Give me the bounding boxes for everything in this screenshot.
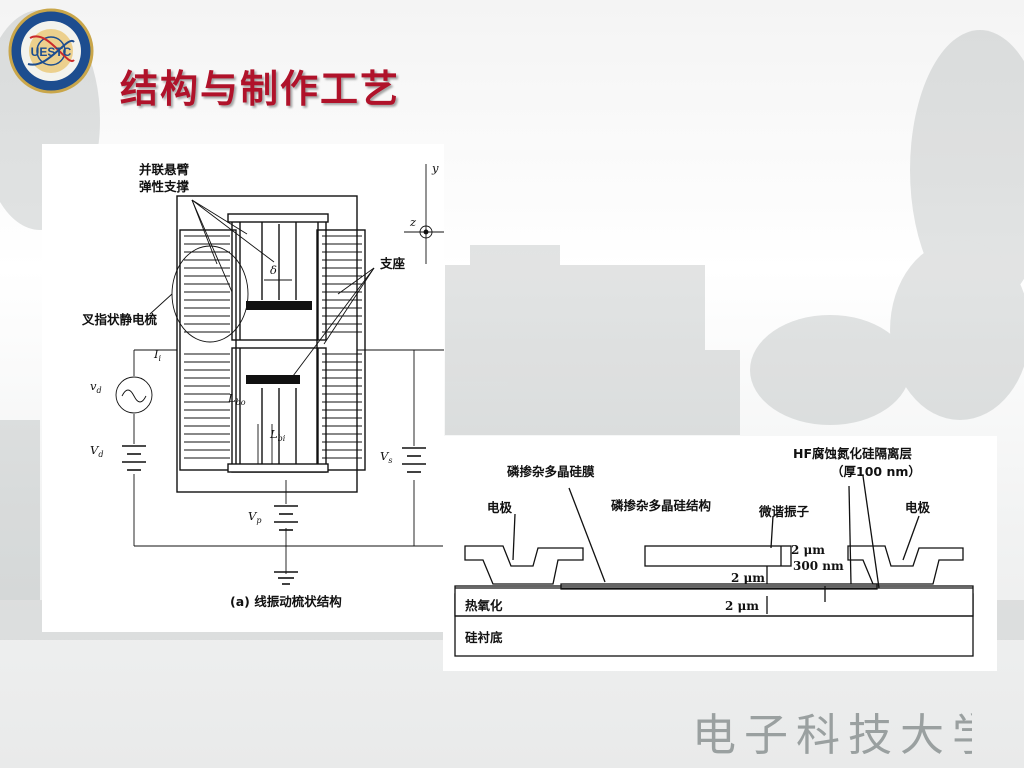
slide-title: 结构与制作工艺 [120, 67, 401, 111]
logo-text: UESTC [31, 45, 72, 59]
dim-2um-oxide: 2 μm [725, 599, 759, 613]
poly-film-label: 磷掺杂多晶硅膜 [507, 464, 595, 479]
cross-section-diagram: HF腐蚀氮化硅隔离层 （厚100 nm） 磷掺杂多晶硅膜 磷掺杂多晶硅结构 电极… [454, 446, 974, 657]
electrode-left-label: 电极 [487, 500, 513, 515]
resonator-label: 微谐振子 [758, 504, 810, 519]
lbi-label: Lbi [269, 427, 286, 443]
dim-2um-top: 2 μm [791, 543, 825, 557]
dim-2um-mid: 2 μm [731, 571, 765, 585]
hf-label-line1: HF腐蚀氮化硅隔离层 [793, 446, 913, 461]
vp-label: Vp [248, 509, 261, 525]
comb-electrode-label: 叉指状静电梳 [81, 312, 158, 327]
poly-structure-label: 磷掺杂多晶硅结构 [611, 498, 711, 513]
dim-300nm: 300 nm [793, 559, 844, 573]
university-watermark: 电子科技大学 [692, 710, 972, 761]
figure-a-caption: (a) 线振动梳状结构 [230, 594, 342, 609]
current-label: Ii [153, 347, 162, 363]
vd-big-label: Vd [90, 443, 103, 459]
silicon-substrate-label: 硅衬底 [465, 630, 503, 645]
thermal-oxide-label: 热氧化 [465, 598, 503, 613]
axis-z-label: z [409, 215, 417, 229]
university-logo: UESTC [8, 8, 94, 94]
watermark-text: 电子科技大学 [692, 710, 972, 761]
figure-cross-section: HF腐蚀氮化硅隔离层 （厚100 nm） 磷掺杂多晶硅膜 磷掺杂多晶硅结构 电极… [443, 436, 997, 671]
vs-label: Vs [380, 449, 392, 465]
vd-small-label: vd [90, 379, 102, 395]
delta-label: δ [270, 263, 277, 277]
cantilever-label-line1: 并联悬臂 [139, 162, 190, 177]
axis-y-label: y [431, 161, 439, 175]
comb-diagram: 并联悬臂 弹性支撑 叉指状静电梳 支座 (a) 线振动梳状结构 y z δ Ii… [81, 161, 444, 609]
figure-comb-structure: 并联悬臂 弹性支撑 叉指状静电梳 支座 (a) 线振动梳状结构 y z δ Ii… [42, 144, 444, 632]
lbo-label: Lbo [227, 391, 246, 407]
cantilever-label-line2: 弹性支撑 [139, 179, 190, 194]
support-label: 支座 [379, 256, 406, 271]
electrode-right-label: 电极 [905, 500, 931, 515]
hf-label-line2: （厚100 nm） [831, 464, 921, 479]
